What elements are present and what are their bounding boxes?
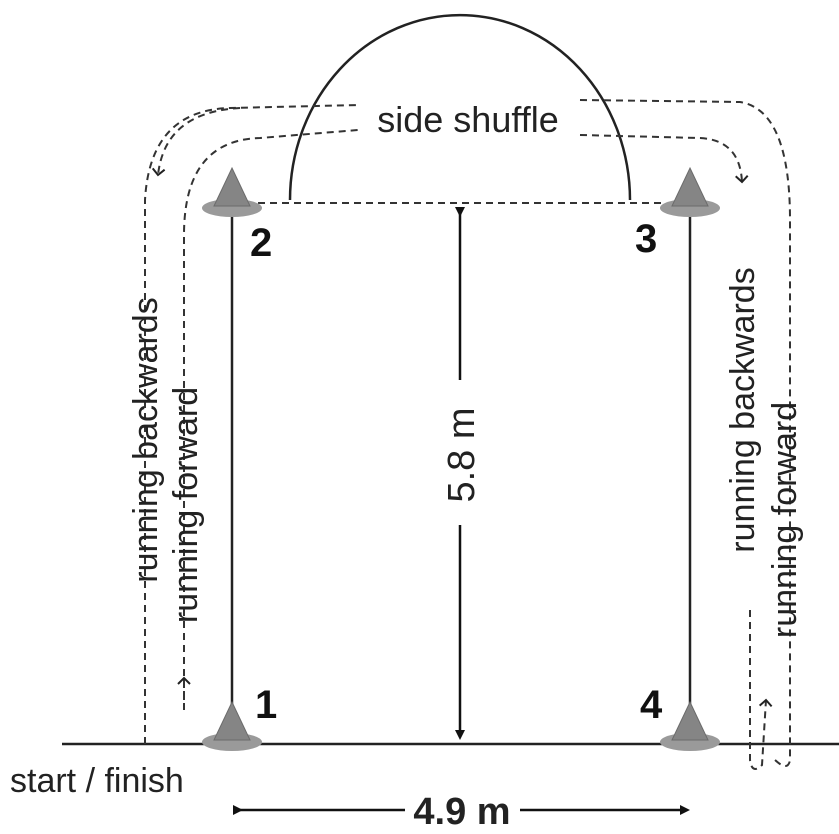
right-running-backwards-label: running backwards xyxy=(724,267,762,552)
width-label: 4.9 m xyxy=(413,791,510,833)
cone-number-2: 2 xyxy=(250,221,272,265)
cone-2 xyxy=(202,166,262,217)
left-running-forward-label: running forward xyxy=(167,387,205,623)
left-inner-dashed-path xyxy=(183,129,359,700)
side-shuffle-arc xyxy=(288,13,632,201)
cone-number-4: 4 xyxy=(640,683,663,727)
height-label: 5.8 m xyxy=(441,407,483,502)
side-shuffle-label: side shuffle xyxy=(377,99,558,140)
left-outer-dashed-path xyxy=(144,104,361,744)
right-running-forward-label: running forward xyxy=(766,402,804,638)
right-lower-dashed-path xyxy=(749,610,773,770)
start-finish-label: start / finish xyxy=(10,762,184,800)
cone-1 xyxy=(202,700,262,751)
cone-number-3: 3 xyxy=(635,217,657,261)
cone-4 xyxy=(660,700,720,751)
right-inner-dashed-path xyxy=(579,134,749,184)
left-top-arrow-path xyxy=(151,107,241,177)
left-running-backwards-label: running backwards xyxy=(127,297,165,582)
cone-3 xyxy=(660,166,720,217)
cone-number-1: 1 xyxy=(255,683,277,727)
